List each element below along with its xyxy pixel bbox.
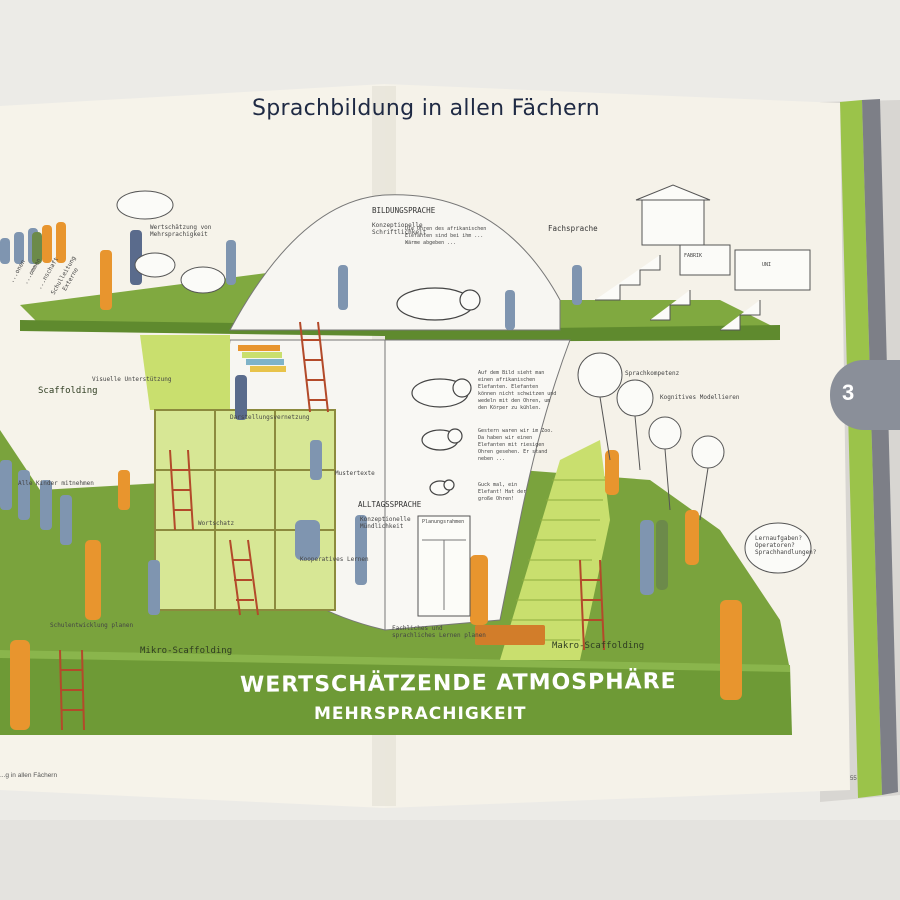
page-number: 55 (850, 776, 857, 782)
chapter-number: 3 (842, 380, 855, 405)
label-kooperatives: Kooperatives Lernen (300, 556, 369, 563)
base-line-2: MEHRSPRACHIGKEIT (314, 704, 527, 724)
label-lernaufgaben: Lernaufgaben? Operatoren? Sprachhandlung… (755, 535, 817, 556)
label-alltagssprache: ALLTAGSSPRACHE (358, 500, 422, 509)
label-kognitives-modellieren: Kognitives Modellieren (660, 394, 740, 401)
buildings (595, 184, 811, 331)
label-fachliches-lernen: Fachliches und sprachliches Lernen plane… (392, 625, 486, 639)
label-scaffolding: Scaffolding (38, 386, 98, 396)
base-line-1: WERTSCHÄTZENDE ATMOSPHÄRE (239, 669, 677, 698)
label-wortschatz: Wortschatz (198, 520, 235, 527)
label-bildungssprache: BILDUNGSPRACHE (372, 206, 436, 215)
label-planungsrahmen: Planungsrahmen (422, 519, 465, 525)
label-sprachkompetenz: Sprachkompetenz (625, 370, 680, 377)
label-uni: UNI (762, 262, 772, 268)
book-stack (238, 345, 286, 372)
label-visuelle: Visuelle Unterstützung (92, 376, 172, 383)
elephant-drawings (396, 287, 481, 496)
chapter-tab (830, 360, 900, 430)
label-konzeptionelle-muendlichkeit: Konzeptionelle Mündlichkeit (360, 516, 411, 530)
label-alle-kinder: Alle Kinder mitnehmen (18, 480, 94, 487)
label-fachsprache: Fachsprache (548, 224, 598, 233)
label-schulentwicklung: Schulentwicklung planen (50, 622, 134, 629)
footer-running-title: ...g in allen Fächern (0, 772, 58, 779)
green-page-edge (840, 100, 882, 798)
label-makro-scaffolding: Makro-Scaffolding (552, 641, 645, 651)
elephant-text-lower: Gestern waren wir im Zoo. Da haben wir e… (478, 428, 554, 462)
base-platform (0, 650, 792, 735)
balloons (577, 352, 725, 521)
ladders (59, 321, 605, 731)
people (0, 222, 742, 730)
label-mikro-scaffolding: Mikro-Scaffolding (140, 646, 233, 656)
elephant-text-small: Guck mal, ein Elefant! Hat der große Ohr… (478, 482, 527, 502)
elephant-text-mid: Auf dem Bild sieht man einen afrikanisch… (478, 370, 557, 411)
thought-bubble (744, 522, 812, 574)
label-wertschaetzung: Wertschätzung von Mehrsprachigkeit (150, 224, 212, 238)
page-title: Sprachbildung in allen Fächern (252, 96, 601, 121)
elephant-text-top: Die Ohren des afrikanischen Elefanten si… (405, 226, 487, 246)
label-mustertexte: Mustertexte (335, 470, 375, 477)
label-darstellung: Darstellungsvernetzung (230, 414, 310, 421)
label-fabrik: FABRIK (684, 253, 703, 259)
label-konzeptionelle-schriftlichkeit: Konzeptionelle Schriftlichkeit (372, 222, 427, 236)
